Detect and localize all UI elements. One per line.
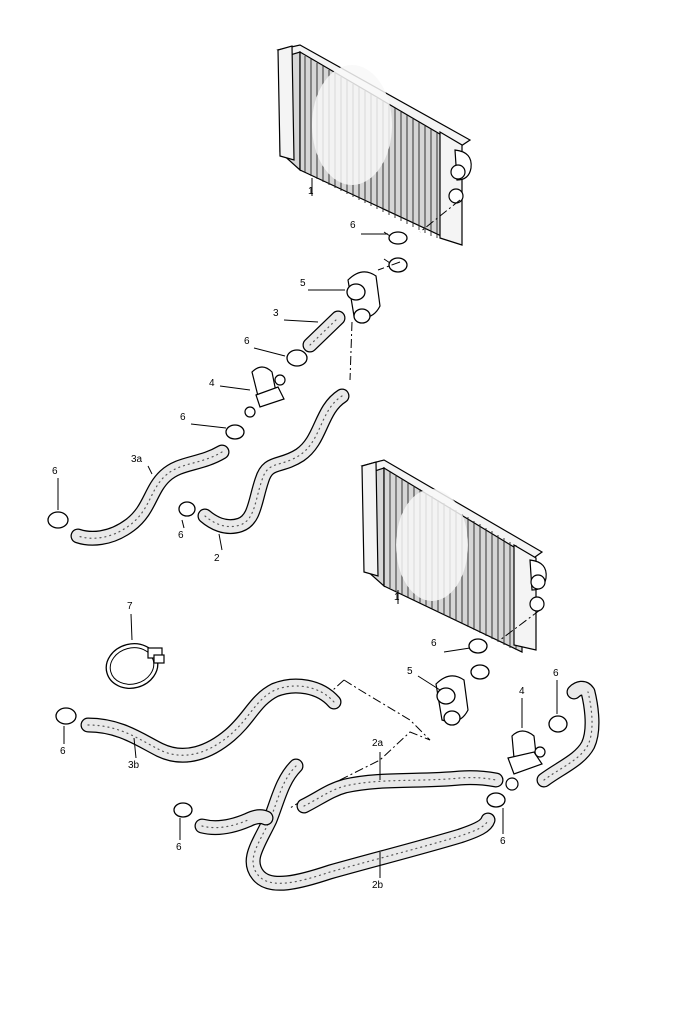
top-clamp-left bbox=[47, 511, 69, 529]
bottom-clamp-upper bbox=[468, 638, 490, 680]
bottom-hose-right bbox=[536, 680, 600, 788]
callout-top-clamp-lower: 6 bbox=[180, 412, 186, 423]
bottom-clamp-lower-left bbox=[173, 802, 193, 818]
top-hose-3a bbox=[70, 444, 230, 546]
top-pipe bbox=[302, 310, 346, 353]
top-thermostat bbox=[244, 366, 286, 418]
callout-bottom-radiator: 1 bbox=[394, 592, 400, 603]
callout-top-connector: 5 bbox=[300, 278, 306, 289]
top-clamp-upper bbox=[383, 231, 408, 273]
callout-top-pipe: 3 bbox=[273, 308, 279, 319]
top-connector bbox=[346, 271, 381, 324]
top-clamp-center bbox=[178, 501, 196, 517]
bottom-thermostat bbox=[505, 730, 546, 791]
callout-top-radiator: 1 bbox=[308, 186, 314, 197]
callout-bottom-thermostat: 4 bbox=[519, 686, 525, 697]
callout-top-clamp-mid: 6 bbox=[244, 336, 250, 347]
callout-top-thermostat: 4 bbox=[209, 378, 215, 389]
bottom-clamp-left bbox=[55, 707, 77, 725]
bottom-hose-short bbox=[194, 809, 274, 836]
callout-top-clamp-left: 6 bbox=[52, 466, 58, 477]
callout-bottom-hose-2a: 2a bbox=[372, 738, 384, 749]
leader-lines bbox=[57, 233, 558, 878]
callout-bottom-clamp-right: 6 bbox=[553, 668, 559, 679]
callout-band-clamp: 7 bbox=[127, 601, 133, 612]
callout-bottom-clamp-left: 6 bbox=[60, 746, 66, 757]
bottom-hose-3b bbox=[80, 678, 342, 763]
callout-top-hose-3a: 3a bbox=[131, 454, 143, 465]
bottom-clamp-right bbox=[548, 715, 568, 733]
callout-top-hose-2: 2 bbox=[214, 553, 220, 564]
top-hose-2 bbox=[197, 388, 350, 535]
bottom-hose-2a bbox=[296, 770, 504, 814]
callout-bottom-clamp-lower-right: 6 bbox=[500, 836, 506, 847]
callout-bottom-hose-2b: 2b bbox=[372, 880, 384, 891]
callout-bottom-connector: 5 bbox=[407, 666, 413, 677]
callout-top-clamp-center: 6 bbox=[178, 530, 184, 541]
callout-top-clamp-upper: 6 bbox=[350, 220, 356, 231]
callout-bottom-clamp-upper: 6 bbox=[431, 638, 437, 649]
bottom-clamp-lower-right bbox=[486, 792, 506, 808]
bottom-connector bbox=[435, 675, 469, 726]
top-radiator bbox=[276, 44, 472, 246]
top-clamp-lower bbox=[225, 424, 245, 440]
band-clamp bbox=[105, 643, 165, 689]
callout-bottom-clamp-lower-left: 6 bbox=[176, 842, 182, 853]
top-clamp-mid bbox=[286, 349, 308, 367]
callout-bottom-hose-3b: 3b bbox=[128, 760, 140, 771]
bottom-radiator bbox=[360, 459, 547, 653]
